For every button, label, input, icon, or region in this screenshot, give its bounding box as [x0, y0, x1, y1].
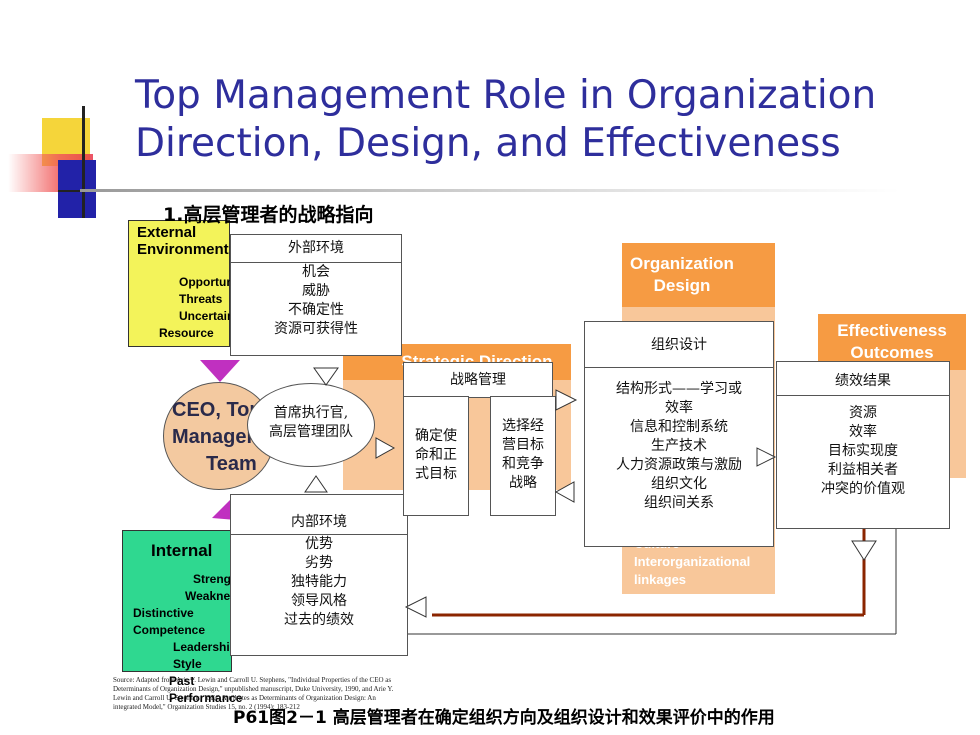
- external-cn-line: 资源可获得性: [274, 321, 358, 337]
- internal-cn-line: 领导风格: [291, 593, 347, 609]
- internal-line: Distinctive Competence: [133, 606, 206, 637]
- strategic-cn-right-box: 选择经 营目标 和竞争 战略: [490, 396, 556, 516]
- ceo-cn-text: 首席执行官, 高层管理团队: [269, 405, 353, 440]
- internal-cn-line: 劣势: [305, 555, 333, 571]
- external-line: Uncertainty: [179, 309, 246, 323]
- figure-caption: P61图2－1 高层管理者在确定组织方向及组织设计和效果评价中的作用: [233, 708, 775, 728]
- internal-cn-line: 优势: [305, 536, 333, 552]
- ceo-en-line: Team: [206, 453, 257, 475]
- internal-cn-box: 内部环境 优势 劣势 独特能力 领导风格 过去的绩效: [230, 494, 408, 656]
- external-cn-line: 机会: [302, 264, 330, 280]
- internal-line: Leadership Style: [173, 640, 238, 671]
- decor-vertical-line: [82, 106, 85, 218]
- title-underline: [80, 189, 900, 192]
- external-line: Resource: [159, 326, 214, 340]
- org-en-line: Interorganizational: [634, 554, 751, 569]
- eff-cn-line: 资源: [849, 405, 877, 421]
- ceo-cn-ellipse: 首席执行官, 高层管理团队: [247, 383, 375, 467]
- external-header: External Environment: [137, 224, 229, 258]
- organization-design-header: Organization Design: [622, 243, 775, 307]
- org-cn-line: 信息和控制系统: [630, 419, 728, 435]
- strategic-cn-header-box: 战略管理: [403, 362, 553, 398]
- external-cn-line: 威胁: [302, 283, 330, 299]
- external-cn-line: 不确定性: [288, 302, 344, 318]
- org-cn-line: 生产技术: [651, 438, 707, 454]
- ceo-en-line: CEO, Top: [172, 399, 262, 421]
- diagram-subtitle: 1.高层管理者的战略指向: [163, 204, 374, 226]
- internal-cn-line: 独特能力: [291, 574, 347, 590]
- org-design-cn-box: 组织设计 结构形式——学习或 效率 信息和控制系统 生产技术 人力资源政策与激励…: [584, 321, 774, 547]
- eff-cn-line: 冲突的价值观: [821, 481, 905, 497]
- external-cn-header: 外部环境: [231, 235, 401, 263]
- org-en-line: linkages: [634, 572, 687, 587]
- strategic-cn-left-box: 确定使 命和正 式目标: [403, 396, 469, 516]
- eff-cn-line: 目标实现度: [828, 443, 898, 459]
- internal-cn-header: 内部环境: [231, 495, 407, 535]
- slide-title: Top Management Role in Organization Dire…: [135, 72, 935, 168]
- strategic-cn-left: 确定使 命和正 式目标: [415, 428, 457, 482]
- internal-cn-line: 过去的绩效: [284, 612, 354, 628]
- org-cn-line: 人力资源政策与激励: [616, 457, 742, 473]
- strategic-cn-right: 选择经 营目标 和竞争 战略: [502, 418, 544, 491]
- source-citation: Source: Adapted from Arie Y. Lewin and C…: [113, 676, 394, 711]
- eff-cn-line: 利益相关者: [828, 462, 898, 478]
- eff-cn-line: 效率: [849, 424, 877, 440]
- title-line-2: Direction, Design, and Effectiveness: [135, 121, 841, 166]
- effectiveness-cn-box: 绩效结果 资源 效率 目标实现度 利益相关者 冲突的价值观: [776, 361, 950, 529]
- internal-header: Internal: [151, 541, 213, 560]
- org-cn-header: 组织设计: [585, 322, 773, 368]
- title-line-1: Top Management Role in Organization: [135, 73, 877, 118]
- down-arrow-icon: [200, 360, 240, 382]
- strategic-cn-header: 战略管理: [450, 372, 506, 388]
- eff-cn-header: 绩效结果: [777, 362, 949, 396]
- effectiveness-header: Effectiveness Outcomes: [818, 314, 966, 370]
- org-cn-line: 组织文化: [651, 476, 707, 492]
- external-line: Threats: [179, 292, 223, 306]
- org-cn-line: 组织间关系: [644, 495, 714, 511]
- external-cn-box: 外部环境 机会 威胁 不确定性 资源可获得性: [230, 234, 402, 356]
- org-cn-line: 结构形式——学习或: [616, 381, 742, 397]
- org-cn-line: 效率: [665, 400, 693, 416]
- internal-line: Past Performance: [169, 674, 243, 705]
